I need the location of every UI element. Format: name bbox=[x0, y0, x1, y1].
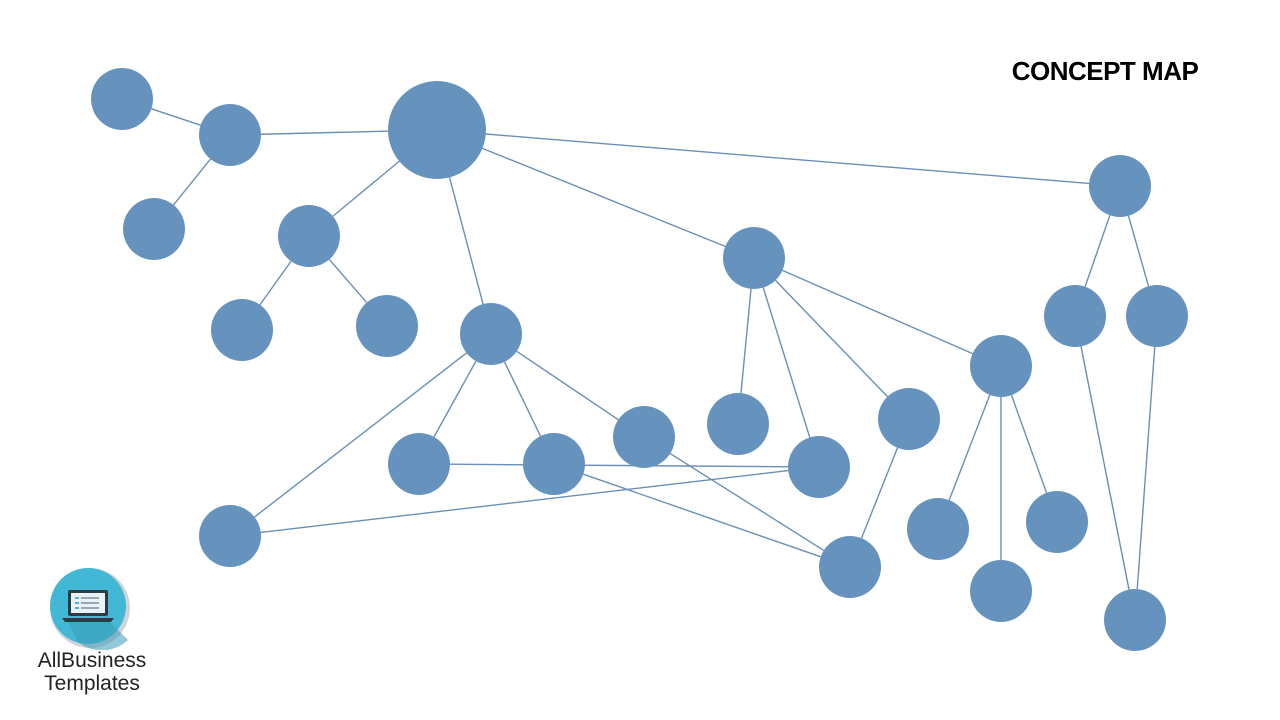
edge-n9-n15 bbox=[583, 473, 821, 558]
edge-n17-n15 bbox=[860, 447, 899, 539]
concept-node-n8 bbox=[388, 433, 450, 495]
edge-n21-n26 bbox=[1080, 346, 1130, 590]
concept-node-n21 bbox=[1044, 285, 1106, 347]
concept-node-n5 bbox=[211, 299, 273, 361]
concept-node-n11 bbox=[613, 406, 675, 468]
edge-hub-n10 bbox=[482, 147, 726, 248]
edge-n10-n13 bbox=[740, 288, 752, 394]
page-title: CONCEPT MAP bbox=[1011, 56, 1199, 86]
edge-n20-n22 bbox=[1127, 215, 1150, 287]
laptop-icon bbox=[50, 568, 130, 650]
edge-n10-n14 bbox=[762, 287, 811, 438]
concept-node-n22 bbox=[1126, 285, 1188, 347]
concept-node-n13 bbox=[707, 393, 769, 455]
brand-name: AllBusiness Templates bbox=[24, 649, 160, 695]
concept-node-n12 bbox=[199, 505, 261, 567]
edge-n1-n2 bbox=[151, 108, 201, 126]
edge-n18-n19 bbox=[948, 394, 991, 501]
edge-n22-n26 bbox=[1136, 346, 1156, 590]
concept-node-n4 bbox=[278, 205, 340, 267]
edge-hub-n20 bbox=[485, 133, 1090, 185]
edge-n11-n15 bbox=[669, 452, 825, 552]
edge-n7-n9 bbox=[503, 361, 542, 437]
concept-node-n18 bbox=[970, 335, 1032, 397]
concept-node-n24 bbox=[970, 560, 1032, 622]
edge-n14-n8 bbox=[449, 463, 789, 468]
concept-node-n1 bbox=[91, 68, 153, 130]
concept-node-n25 bbox=[1026, 491, 1088, 553]
concept-node-n10 bbox=[723, 227, 785, 289]
concept-node-n14 bbox=[788, 436, 850, 498]
concept-node-n17 bbox=[878, 388, 940, 450]
concept-node-n3 bbox=[123, 198, 185, 260]
edge-hub-n7 bbox=[448, 177, 484, 305]
edge-hub-n4 bbox=[332, 160, 400, 217]
concept-node-n2 bbox=[199, 104, 261, 166]
concept-node-n20 bbox=[1089, 155, 1151, 217]
nodes-layer bbox=[91, 68, 1188, 651]
concept-node-n7 bbox=[460, 303, 522, 365]
edge-n7-n8 bbox=[433, 360, 477, 438]
edge-n12-n14 bbox=[260, 469, 789, 534]
brand-logo: AllBusiness Templates bbox=[24, 563, 164, 703]
edge-n20-n21 bbox=[1084, 215, 1111, 287]
edge-n10-n18 bbox=[782, 269, 973, 355]
brand-line-2: Templates bbox=[44, 672, 140, 695]
hub-node bbox=[388, 81, 486, 179]
concept-node-n19 bbox=[907, 498, 969, 560]
edge-n4-n6 bbox=[328, 258, 368, 304]
edge-n2-n3 bbox=[172, 158, 212, 206]
edge-n18-n25 bbox=[1010, 394, 1048, 494]
concept-node-n6 bbox=[356, 295, 418, 357]
concept-node-n15 bbox=[819, 536, 881, 598]
edge-n7-n11 bbox=[516, 350, 619, 421]
edges-layer bbox=[151, 108, 1156, 590]
edge-n10-n17 bbox=[774, 279, 889, 398]
concept-node-n9 bbox=[523, 433, 585, 495]
edge-n4-n5 bbox=[259, 260, 292, 306]
concept-node-n26 bbox=[1104, 589, 1166, 651]
brand-line-1: AllBusiness bbox=[37, 649, 147, 672]
edge-n2-hub bbox=[260, 130, 389, 135]
edge-n7-n12 bbox=[254, 352, 467, 518]
